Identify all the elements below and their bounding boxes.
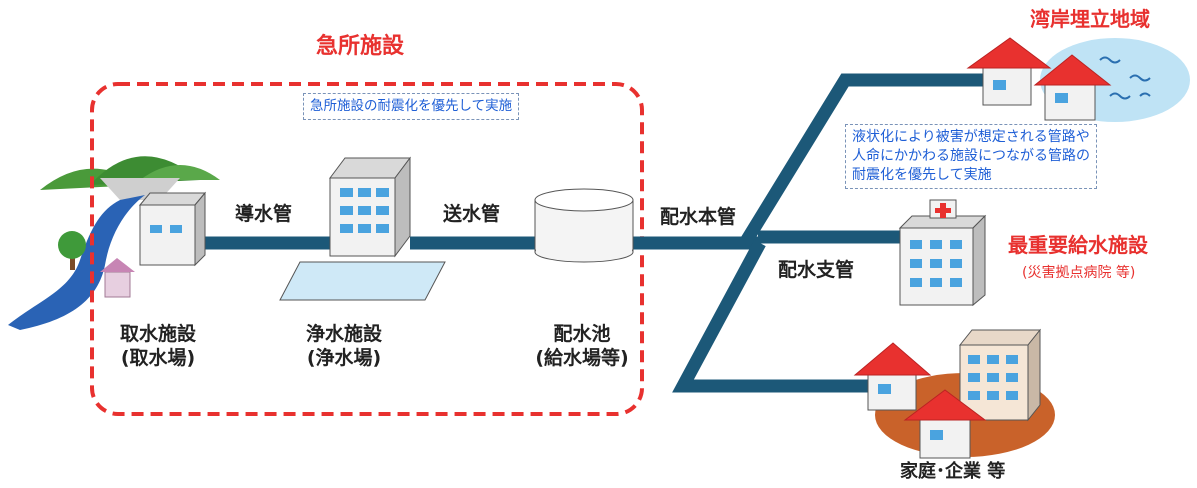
pipe-label-main: 配水本管 <box>660 206 737 228</box>
intake-shed-icon <box>100 258 135 298</box>
wave-icons <box>1099 56 1151 100</box>
reclaimed-area-title: 湾岸埋立地域 <box>1030 7 1150 31</box>
house-icon <box>853 342 932 411</box>
pipe-network <box>195 73 985 393</box>
critical-facility-subtitle: (災害拠点病院 等) <box>1022 265 1136 281</box>
reservoir-tank-icon <box>534 188 634 263</box>
reclaimed-note-line-1: 液状化により被害が想定される管路や <box>852 129 1090 145</box>
purification-label-line1: 浄水施設 <box>306 323 383 345</box>
purification-plant-icon <box>279 156 446 301</box>
office-building-icon <box>958 328 1042 422</box>
critical-facility-title: 最重要給水施設 <box>1008 233 1148 257</box>
reservoir-label: 配水池 (給水場等) <box>522 322 642 370</box>
intake-label-line2: (取水場) <box>120 347 196 369</box>
house-icon <box>903 389 987 459</box>
house-icon <box>966 37 1052 106</box>
pipe-label-conveyance: 導水管 <box>235 203 293 225</box>
house-icon <box>1033 54 1112 121</box>
reclaimed-area-note: 液状化により被害が想定される管路や 人命にかかわる施設につながる管路の 耐震化を… <box>845 124 1097 189</box>
intake-label-line1: 取水施設 <box>120 323 197 345</box>
intake-building-icon <box>138 191 207 267</box>
reclaimed-note-line-2: 人命にかかわる施設につながる管路の <box>852 148 1090 164</box>
hospital-icon <box>898 199 987 307</box>
reservoir-label-line2: (給水場等) <box>535 347 629 369</box>
pipe-main-lower <box>672 239 880 393</box>
emergency-area-border <box>90 82 644 416</box>
pipe-label-branch: 配水支管 <box>778 259 855 281</box>
reclaimed-note-line-3: 耐震化を優先して実施 <box>852 167 992 183</box>
river <box>8 195 145 330</box>
reservoir-label-line1: 配水池 <box>553 323 611 345</box>
emergency-area-note: 急所施設の耐震化を優先して実施 <box>303 93 520 120</box>
homes-label: 家庭･企業 等 <box>900 461 1006 482</box>
intake-label: 取水施設 (取水場) <box>120 322 196 370</box>
pipe-main-upper <box>739 73 985 247</box>
pipe-label-transmission: 送水管 <box>443 203 501 225</box>
purification-label: 浄水施設 (浄水場) <box>306 322 382 370</box>
purification-label-line2: (浄水場) <box>306 347 382 369</box>
tree-icon <box>58 231 86 270</box>
emergency-area-title: 急所施設 <box>316 34 405 59</box>
